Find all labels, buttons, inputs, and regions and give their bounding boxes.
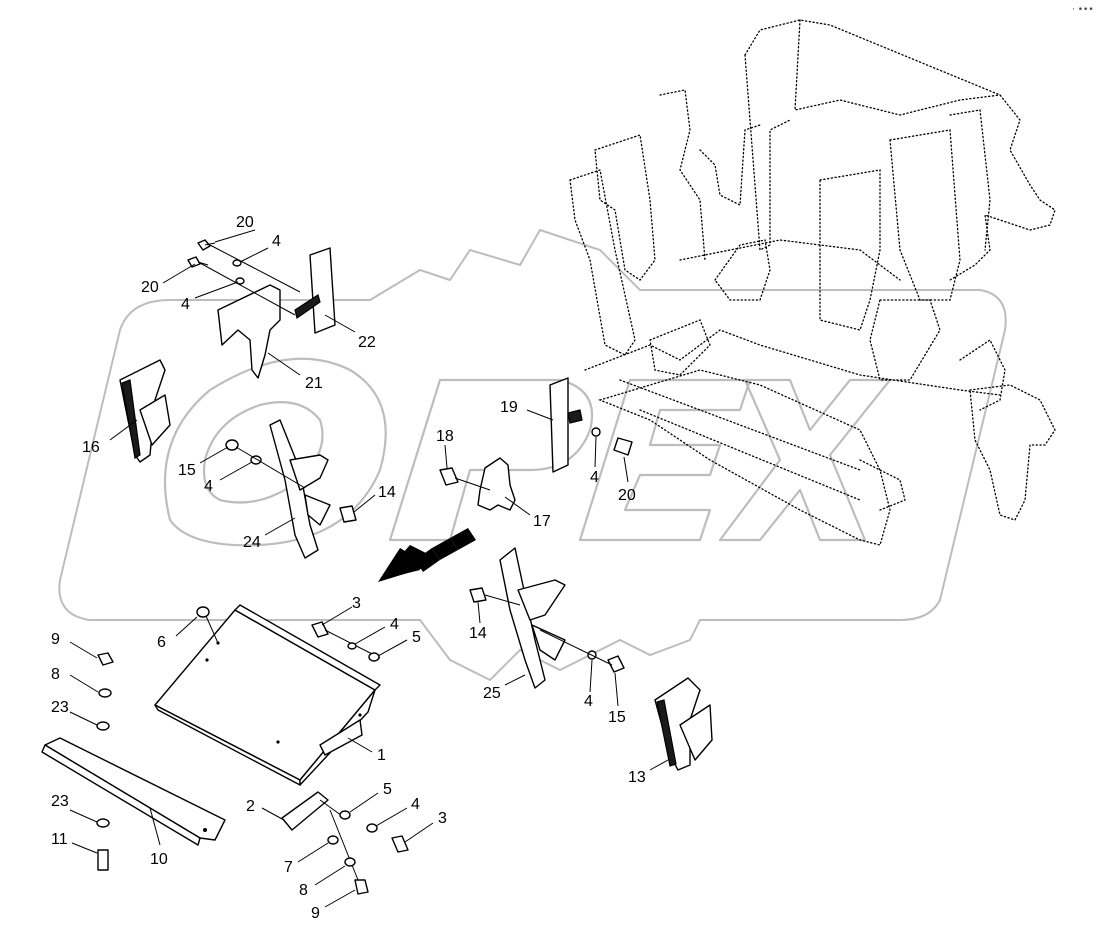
part-1-cover-plate xyxy=(155,605,380,785)
corner-mark: ⁲· ••• xyxy=(1072,5,1094,15)
callout-22: 22 xyxy=(358,334,376,351)
direction-arrow xyxy=(378,528,476,582)
callout-9-a: 9 xyxy=(51,631,60,648)
callout-23-a: 23 xyxy=(51,699,69,716)
part-22-plate xyxy=(310,248,335,333)
callout-15-a: 15 xyxy=(178,462,196,479)
callout-23-b: 23 xyxy=(51,793,69,810)
callout-13: 13 xyxy=(628,769,646,786)
callout-25: 25 xyxy=(483,685,501,702)
callout-10: 10 xyxy=(150,851,168,868)
part-2-clip xyxy=(282,792,408,894)
callout-2: 2 xyxy=(246,798,255,815)
callout-3-b: 3 xyxy=(438,810,447,827)
callout-4-c: 4 xyxy=(204,478,213,495)
callout-15-b: 15 xyxy=(608,709,626,726)
part-25-bracket xyxy=(470,548,624,688)
callout-3-a: 3 xyxy=(352,595,361,612)
callout-7: 7 xyxy=(284,859,293,876)
callout-17: 17 xyxy=(533,513,551,530)
callout-4-e: 4 xyxy=(584,693,593,710)
callout-14-b: 14 xyxy=(469,625,487,642)
callout-11: 11 xyxy=(51,831,68,848)
callout-24: 24 xyxy=(243,534,261,551)
callout-4-f: 4 xyxy=(390,616,399,633)
callout-20-a: 20 xyxy=(236,214,254,231)
part-16-bracket xyxy=(120,360,170,462)
part-10-rail xyxy=(42,738,225,845)
machine-frame-outline xyxy=(570,20,1055,545)
part-13-bracket xyxy=(655,678,712,770)
part-17-bracket xyxy=(440,458,515,510)
callout-20-b: 20 xyxy=(141,279,159,296)
callout-20-c: 20 xyxy=(618,487,636,504)
callout-16: 16 xyxy=(82,439,100,456)
callout-14-a: 14 xyxy=(378,484,396,501)
callout-19: 19 xyxy=(500,399,518,416)
callout-6: 6 xyxy=(157,634,166,651)
callout-18: 18 xyxy=(436,428,454,445)
callout-21: 21 xyxy=(305,375,323,392)
callout-8-b: 8 xyxy=(299,882,308,899)
callout-5-a: 5 xyxy=(412,629,421,646)
callout-8-a: 8 xyxy=(51,666,60,683)
callout-1: 1 xyxy=(377,747,386,764)
callout-4-d: 4 xyxy=(590,469,599,486)
callout-4-b: 4 xyxy=(181,296,190,313)
callout-4-g: 4 xyxy=(411,796,420,813)
callout-9-b: 9 xyxy=(311,905,320,922)
callout-4-a: 4 xyxy=(272,233,281,250)
callout-5-b: 5 xyxy=(383,781,392,798)
